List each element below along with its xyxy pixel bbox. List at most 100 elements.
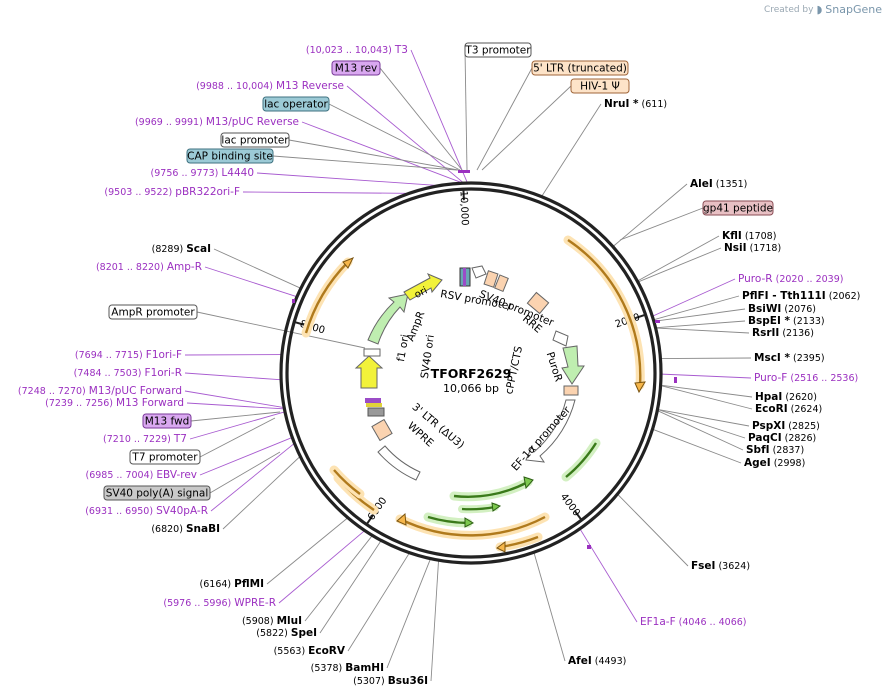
orf-arc-1 <box>563 235 645 390</box>
marker-ef1a-f <box>587 545 591 549</box>
primer-name: Amp-R <box>167 261 202 273</box>
orf-arc-2-head <box>342 257 355 269</box>
orf-arcs <box>301 235 646 553</box>
orf-arc-1-core <box>567 239 642 386</box>
leader-line <box>186 402 284 410</box>
primer-position: (10,023 .. 10,043) <box>306 45 395 56</box>
enzyme-name: AleI <box>690 178 713 190</box>
feature-box-text: AmpR promoter <box>111 307 195 319</box>
orf-arc-5-head <box>396 512 407 526</box>
enzyme-name: BsiWI <box>748 303 781 315</box>
feature-box-text: T7 promoter <box>131 452 198 464</box>
enzyme-name: EcoRI <box>755 403 788 415</box>
outer-label: (10,023 .. 10,043) T3 <box>306 44 408 56</box>
leader-line <box>617 494 689 567</box>
outer-label: PspXI (2825) <box>752 420 820 432</box>
primer-name: WPRE-R <box>234 597 276 609</box>
leader-line <box>637 235 720 282</box>
enzyme-position: (2395) <box>790 353 825 364</box>
enzyme-position: (2624) <box>788 404 823 415</box>
leader-line <box>661 357 752 359</box>
feature-box <box>262 96 330 112</box>
enzyme-name: NsiI <box>724 242 747 254</box>
t7-box <box>366 403 382 407</box>
outer-label: EcoRI (2624) <box>755 403 822 415</box>
enzyme-position: (1708) <box>742 231 777 242</box>
primer-name: EF1a-F <box>640 616 676 628</box>
outer-label: Puro-R (2020 .. 2039) <box>738 273 843 285</box>
tick-mark <box>634 313 646 320</box>
tick-mark <box>365 514 374 526</box>
primer-name: F1ori-R <box>145 367 182 379</box>
plasmid-name: TFORF2629 <box>431 366 512 381</box>
enzyme-name: EcoRV <box>308 645 346 657</box>
leader-line <box>619 207 704 241</box>
enzyme-name: MscI * <box>754 352 790 364</box>
tick-mark <box>574 510 583 521</box>
leader-line <box>213 248 301 289</box>
leader-line <box>210 443 294 512</box>
primer-position: (2020 .. 2039) <box>773 274 844 285</box>
leader-line <box>541 103 602 196</box>
outer-label: PflFI - Tth111I (2062) <box>742 290 860 302</box>
enzyme-name: MluI <box>277 615 302 627</box>
outer-label: AgeI (2998) <box>744 457 805 469</box>
ori-arrow <box>403 273 443 301</box>
enzyme-position: (5822) <box>256 628 291 639</box>
primer-position: (6931 .. 6950) <box>85 506 156 517</box>
primer-name: EBV-rev <box>156 469 197 481</box>
primer-position: (2516 .. 2536) <box>787 373 858 384</box>
orf-arc-5-core <box>399 515 546 537</box>
outer-label: (5307) Bsu36I <box>353 675 428 687</box>
tick-mark <box>293 320 306 326</box>
feature-box-text: M13 fwd <box>145 416 190 428</box>
outer-label: RsrII (2136) <box>752 327 814 339</box>
feature-box-text: HIV-1 Ψ <box>580 81 620 93</box>
leader-line <box>656 327 750 334</box>
leader-line <box>199 437 292 476</box>
feature-box-label: gp41 peptide <box>702 200 774 216</box>
enzyme-position: (6820) <box>151 524 186 535</box>
enzyme-position: (5378) <box>311 663 346 674</box>
outer-label: (5908) MluI <box>242 615 302 627</box>
outer-label: (9988 .. 10,004) M13 Reverse <box>196 80 344 92</box>
enzyme-name: KflI <box>722 230 742 242</box>
leader-line <box>266 517 348 585</box>
feature-box-text: T3 promoter <box>464 45 531 57</box>
feature-box <box>464 42 532 58</box>
green-arc-3-head <box>464 517 475 528</box>
green-orf-arcs <box>423 438 601 528</box>
m13rev-box <box>463 268 466 286</box>
leader-line <box>638 247 722 283</box>
enzyme-name: ScaI <box>186 243 211 255</box>
orf-arc-6-head <box>496 541 506 553</box>
outer-label: NsiI (1718) <box>724 242 781 254</box>
enzyme-position: (4493) <box>592 656 627 667</box>
rsv-promoter-arrow <box>471 265 487 279</box>
sv40-ori-box <box>363 348 381 357</box>
leader-line <box>199 417 276 458</box>
leader-line <box>328 103 461 171</box>
outer-label: (6820) SnaBI <box>151 523 220 535</box>
leader-line <box>319 541 382 634</box>
primer-position: (7694 .. 7715) <box>75 350 146 361</box>
backbone-inner-ring <box>285 187 657 559</box>
enzyme-position: (2825) <box>785 421 820 432</box>
feature-box <box>103 485 211 501</box>
enzyme-name: AgeI <box>744 457 771 469</box>
enzyme-name: NruI * <box>604 98 639 110</box>
enzyme-name: SbfI <box>746 444 770 456</box>
feature-box <box>129 449 201 465</box>
ampr-arrow <box>367 293 409 345</box>
outer-label: SbfI (2837) <box>746 444 804 456</box>
leader-line <box>658 410 744 451</box>
primer-name: SV40pA-R <box>156 505 208 517</box>
leader-line <box>304 535 373 622</box>
ltr-5-box <box>483 270 499 288</box>
outer-label: BsiWI (2076) <box>748 303 816 315</box>
leader-line <box>256 172 436 186</box>
leader-line <box>658 409 746 439</box>
feature-box <box>331 60 381 76</box>
label-puror: PuroR <box>544 350 565 383</box>
